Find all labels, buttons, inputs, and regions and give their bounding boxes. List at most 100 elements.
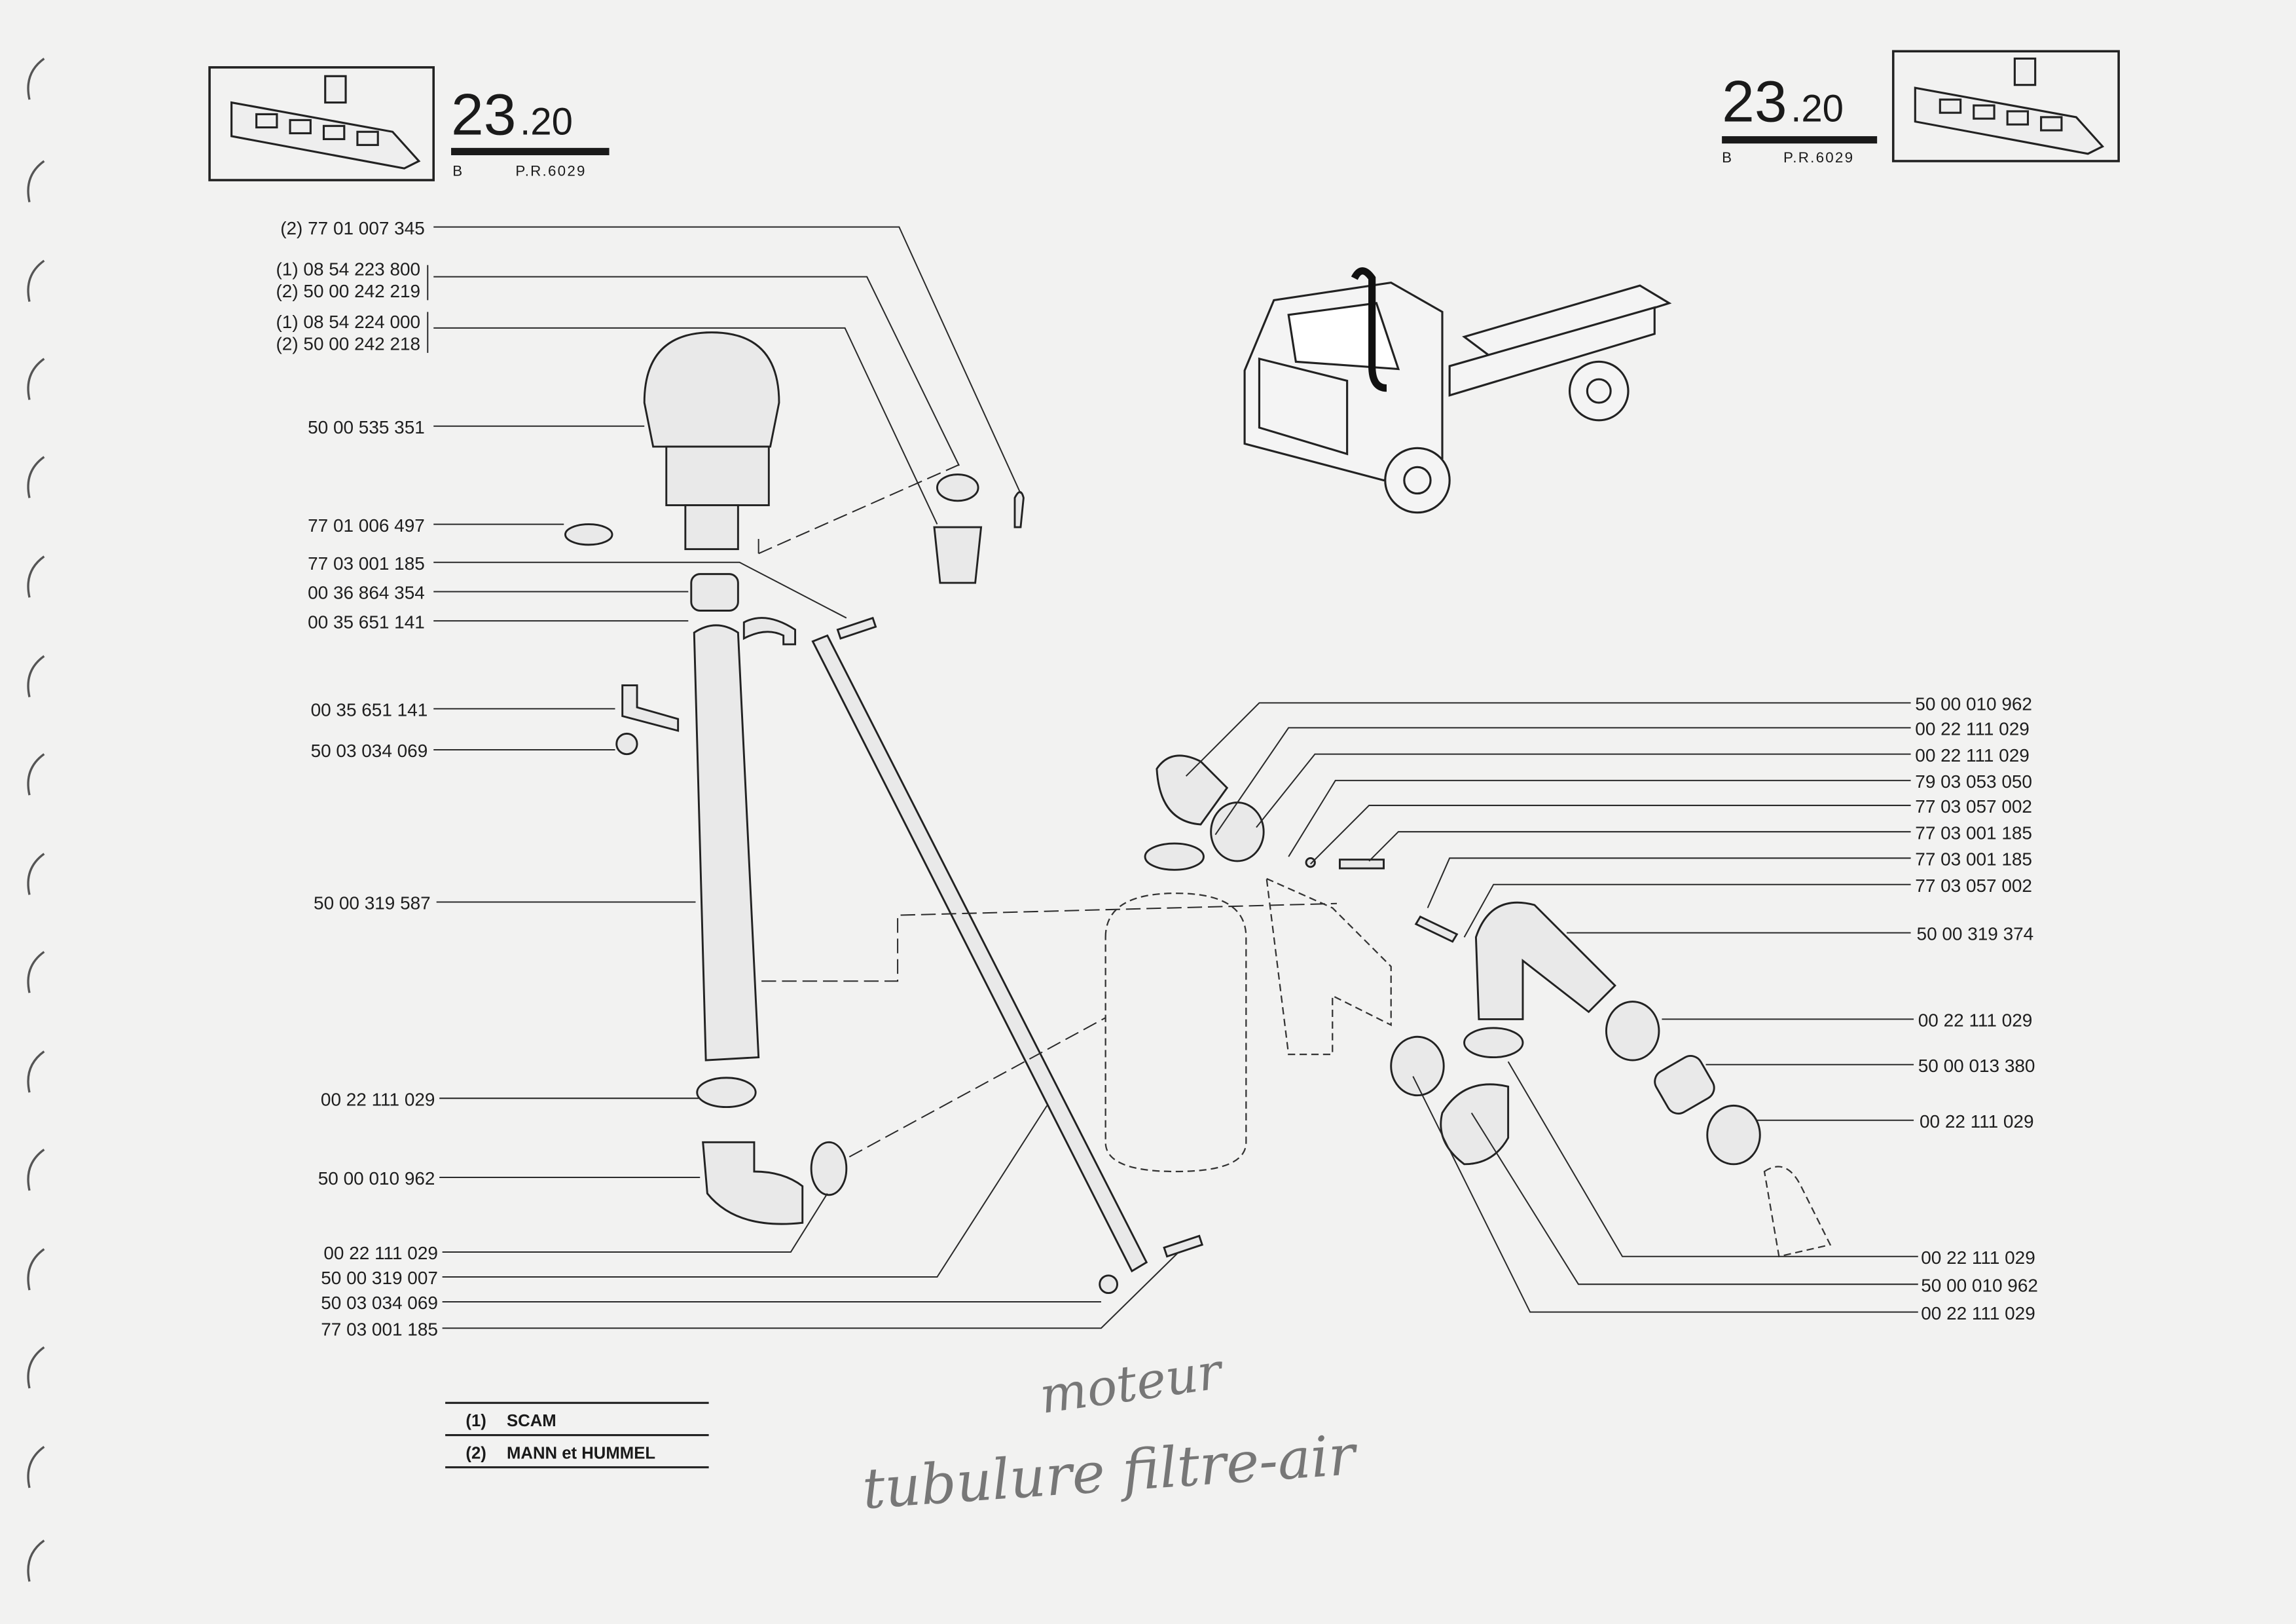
hose-clamp bbox=[696, 1077, 757, 1109]
filter-cup bbox=[933, 526, 983, 584]
handwritten-note: moteur tubulure filtre-air bbox=[860, 1341, 1360, 1522]
clamp-ring bbox=[564, 523, 613, 546]
part-number-label: 00 36 864 354 bbox=[308, 583, 425, 603]
manifold-icon bbox=[1914, 57, 2105, 155]
part-number-label: 77 03 057 002 bbox=[1915, 876, 2032, 896]
handwritten-line: moteur bbox=[1036, 1341, 1228, 1425]
variant-letter: B bbox=[1722, 149, 1733, 166]
subsection-number: .20 bbox=[1791, 88, 1844, 130]
header-rule bbox=[451, 147, 610, 156]
pr-reference: P.R.6029 bbox=[515, 162, 586, 179]
part-number-label: (1) 08 54 223 800 bbox=[276, 259, 421, 279]
right-part-numbers: 50 00 010 962 00 22 111 029 00 22 111 02… bbox=[1915, 694, 2038, 1323]
nut bbox=[1099, 1274, 1118, 1295]
bolt bbox=[1163, 1234, 1204, 1258]
assembly-line bbox=[757, 462, 964, 555]
supplier-legend: (1) SCAM (2) MANN et HUMMEL bbox=[445, 1401, 709, 1469]
air-filter-outlet bbox=[684, 504, 739, 551]
part-number-label: 50 00 010 962 bbox=[1915, 694, 2032, 714]
manifold-icon bbox=[230, 75, 421, 170]
bent-hose bbox=[1474, 901, 1616, 1020]
part-number-label: 50 00 013 380 bbox=[1918, 1056, 2035, 1076]
handwritten-line: tubulure filtre-air bbox=[860, 1423, 1360, 1522]
clip bbox=[1013, 490, 1025, 528]
part-number-label: 50 00 535 351 bbox=[308, 417, 425, 437]
part-number-label: 00 22 111 029 bbox=[1921, 1247, 2035, 1268]
part-number-label: 00 22 111 029 bbox=[1915, 719, 2030, 739]
bracket-outline bbox=[1266, 877, 1392, 1056]
left-part-numbers: (2) 77 01 007 345 (1) 08 54 223 800 (2) … bbox=[276, 218, 438, 1340]
part-number-label: (1) 08 54 224 000 bbox=[276, 312, 421, 332]
header-rule bbox=[1722, 136, 1878, 144]
washer bbox=[1305, 857, 1316, 868]
bracket bbox=[621, 684, 680, 732]
part-number-label: 77 03 057 002 bbox=[1915, 796, 2032, 817]
subsection-number: .20 bbox=[520, 101, 573, 143]
legend-supplier: MANN et HUMMEL bbox=[507, 1444, 655, 1462]
part-number-label: 50 00 010 962 bbox=[1921, 1275, 2038, 1295]
hose-clamp bbox=[1210, 802, 1265, 862]
hose-clamp bbox=[810, 1141, 848, 1196]
truck-illustration bbox=[1243, 267, 1672, 514]
bolt bbox=[836, 616, 877, 640]
binder-holes bbox=[27, 58, 45, 1582]
leader-lines bbox=[427, 226, 1918, 1329]
header-left: 23 .20 B P.R.6029 bbox=[208, 66, 610, 181]
section-number: 23 bbox=[451, 82, 516, 147]
hose-clamp bbox=[1605, 1001, 1660, 1061]
manifold-thumbnail-frame bbox=[1891, 50, 2120, 162]
filter-housing-outline bbox=[1104, 892, 1247, 1173]
bolt bbox=[1414, 915, 1459, 943]
legend-number: (1) bbox=[465, 1412, 486, 1430]
intake-pipe bbox=[693, 624, 760, 1061]
part-number-label: 50 03 034 069 bbox=[311, 741, 428, 761]
hose-clamp bbox=[1144, 842, 1205, 871]
part-number-label: 00 22 111 029 bbox=[1915, 745, 2030, 766]
part-number-label: (2) 50 00 242 218 bbox=[276, 333, 421, 354]
legend-number: (2) bbox=[465, 1444, 486, 1462]
part-number-label: 77 01 006 497 bbox=[308, 515, 425, 536]
part-number-label: 50 00 319 007 bbox=[321, 1268, 438, 1288]
bolt bbox=[1338, 858, 1385, 870]
support-rod bbox=[811, 634, 1148, 1273]
air-filter-scam bbox=[564, 331, 1338, 1295]
part-number-label: 00 35 651 141 bbox=[308, 612, 425, 632]
manifold-thumbnail-frame bbox=[208, 66, 435, 181]
part-number-label: 77 03 001 185 bbox=[1915, 822, 2032, 843]
part-number-label: (2) 77 01 007 345 bbox=[280, 218, 425, 238]
hose-clamp bbox=[1706, 1104, 1761, 1166]
part-number-label: 00 22 111 029 bbox=[1918, 1010, 2033, 1031]
part-number-label: 50 03 034 069 bbox=[321, 1293, 438, 1313]
rubber-sleeve bbox=[1654, 1055, 1715, 1115]
part-number-label: (2) 50 00 242 219 bbox=[276, 281, 421, 301]
part-number-label: 00 22 111 029 bbox=[323, 1243, 438, 1263]
header-right: 23 .20 B P.R.6029 bbox=[1722, 50, 2120, 166]
part-number-label: 79 03 053 050 bbox=[1915, 771, 2032, 792]
nut bbox=[615, 732, 638, 756]
elbow-hose bbox=[702, 1141, 804, 1225]
air-filter-body bbox=[665, 445, 770, 506]
assembly-line bbox=[848, 1017, 1106, 1158]
variant-letter: B bbox=[452, 162, 464, 179]
legend-supplier: SCAM bbox=[507, 1412, 556, 1430]
section-number: 23 bbox=[1722, 69, 1787, 134]
pr-reference: P.R.6029 bbox=[1783, 149, 1854, 166]
hose-clamp bbox=[1390, 1035, 1445, 1097]
hose-clamp bbox=[1463, 1027, 1524, 1059]
bracket bbox=[742, 617, 797, 646]
part-number-label: 50 00 319 374 bbox=[1917, 924, 2034, 944]
elbow-hose bbox=[1156, 754, 1229, 826]
part-number-label: 00 22 111 029 bbox=[1921, 1303, 2035, 1323]
manifold-outline bbox=[1763, 1166, 1832, 1258]
part-number-label: 77 03 001 185 bbox=[1915, 849, 2032, 870]
part-number-label: 50 00 010 962 bbox=[318, 1168, 435, 1189]
part-number-label: 50 00 319 587 bbox=[314, 893, 431, 913]
part-number-label: 00 22 111 029 bbox=[321, 1089, 435, 1109]
part-number-label: 77 03 001 185 bbox=[308, 553, 425, 574]
seal-ring bbox=[936, 473, 979, 502]
part-number-label: 00 35 651 141 bbox=[311, 700, 428, 720]
part-number-label: 77 03 001 185 bbox=[321, 1319, 438, 1339]
part-number-label: 00 22 111 029 bbox=[1920, 1111, 2034, 1132]
